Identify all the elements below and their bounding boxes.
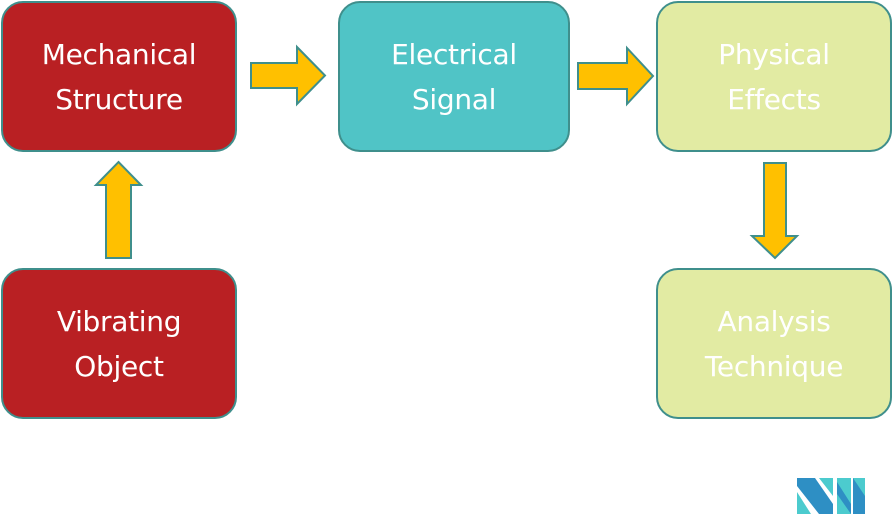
brand-logo-icon xyxy=(797,478,865,514)
node-label-line-2: Technique xyxy=(704,349,844,383)
node-label-line-1: Analysis xyxy=(717,304,831,338)
arrow-right-icon xyxy=(577,45,655,107)
node-mechanical-structure: Mechanical Structure xyxy=(1,1,237,152)
node-label-line-2: Object xyxy=(74,349,164,383)
node-label-line-1: Electrical xyxy=(391,37,517,71)
node-label-line-2: Structure xyxy=(55,82,183,116)
node-analysis-technique: Analysis Technique xyxy=(656,268,892,419)
arrow-right-icon xyxy=(250,44,327,107)
arrow-down-icon xyxy=(749,162,800,260)
node-electrical-signal: Electrical Signal xyxy=(338,1,570,152)
node-label-line-1: Mechanical xyxy=(41,37,197,71)
node-label-line-1: Physical xyxy=(718,37,830,71)
arrow-up-icon xyxy=(93,160,144,259)
node-physical-effects: Physical Effects xyxy=(656,1,892,152)
node-label-line-2: Signal xyxy=(411,82,497,116)
node-label-line-1: Vibrating xyxy=(56,304,182,338)
node-vibrating-object: Vibrating Object xyxy=(1,268,237,419)
node-label-line-2: Effects xyxy=(727,82,821,116)
